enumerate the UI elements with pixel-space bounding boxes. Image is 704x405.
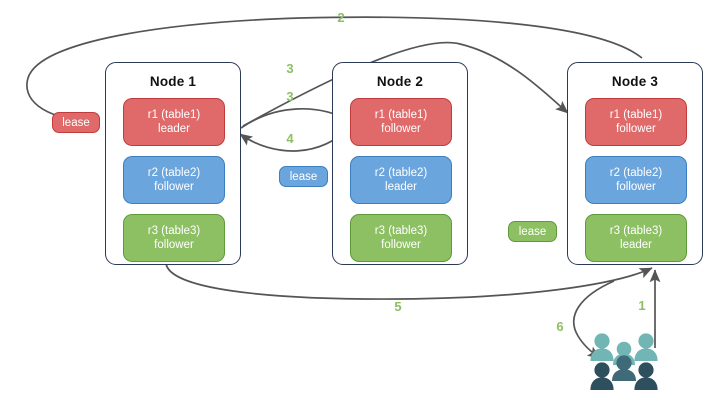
users-group-icon — [590, 333, 658, 390]
node-box-node2: Node 2 r1 (table1) follower r2 (table2) … — [332, 62, 468, 265]
step-label-4: 4 — [286, 131, 294, 146]
replica-n2r3-line1: r3 (table3) — [374, 225, 428, 237]
replica-n2r1-line1: r1 (table1) — [374, 109, 428, 121]
replica-n1r2[interactable]: r2 (table2) follower — [123, 156, 225, 204]
replica-n2r3-line2: follower — [381, 239, 421, 251]
replica-n1r3-line2: follower — [154, 239, 194, 251]
node-box-node1: Node 1 r1 (table1) leader r2 (table2) fo… — [105, 62, 241, 265]
replica-n3r3-line2: leader — [620, 239, 652, 251]
replica-n1r3-line1: r3 (table3) — [147, 225, 201, 237]
replica-n3r1-line2: follower — [616, 123, 656, 135]
node-title-node1: Node 1 — [149, 74, 197, 89]
replica-n3r3[interactable]: r3 (table3) leader — [585, 214, 687, 262]
step-label-6: 6 — [556, 319, 564, 334]
replica-n1r1-line1: r1 (table1) — [147, 109, 201, 121]
replica-n1r1-line2: leader — [158, 123, 190, 135]
replica-n1r2-line1: r2 (table2) — [147, 167, 201, 179]
step-label-1: 1 — [638, 298, 646, 313]
node-title-node2: Node 2 — [376, 74, 424, 89]
replica-n1r2-line2: follower — [154, 181, 194, 193]
replica-n3r1[interactable]: r1 (table1) follower — [585, 98, 687, 146]
replica-n1r1[interactable]: r1 (table1) leader — [123, 98, 225, 146]
replica-n2r2-line1: r2 (table2) — [374, 167, 428, 179]
replica-n3r2-line1: r2 (table2) — [609, 167, 663, 179]
lease-badge-r3[interactable]: lease — [508, 221, 557, 242]
arrow-step-5 — [165, 262, 653, 300]
step-label-5: 5 — [394, 299, 402, 314]
replica-n3r2-line2: follower — [616, 181, 656, 193]
replica-n2r2-line2: leader — [385, 181, 417, 193]
node-box-node3: Node 3 r1 (table1) follower r2 (table2) … — [567, 62, 703, 265]
lease-badge-r2[interactable]: lease — [279, 166, 328, 187]
step-label-2: 2 — [337, 10, 345, 25]
replica-n3r1-line1: r1 (table1) — [609, 109, 663, 121]
step-label-3b: 3 — [286, 89, 294, 104]
replica-n3r2[interactable]: r2 (table2) follower — [585, 156, 687, 204]
replica-n3r3-line1: r3 (table3) — [609, 225, 663, 237]
replica-n2r3[interactable]: r3 (table3) follower — [350, 214, 452, 262]
replica-n2r1-line2: follower — [381, 123, 421, 135]
step-label-3a: 3 — [286, 61, 294, 76]
node-title-node3: Node 3 — [611, 74, 659, 89]
lease-badge-r1[interactable]: lease — [52, 112, 100, 133]
replica-n1r3[interactable]: r3 (table3) follower — [123, 214, 225, 262]
replica-n2r2[interactable]: r2 (table2) leader — [350, 156, 452, 204]
replica-n2r1[interactable]: r1 (table1) follower — [350, 98, 452, 146]
